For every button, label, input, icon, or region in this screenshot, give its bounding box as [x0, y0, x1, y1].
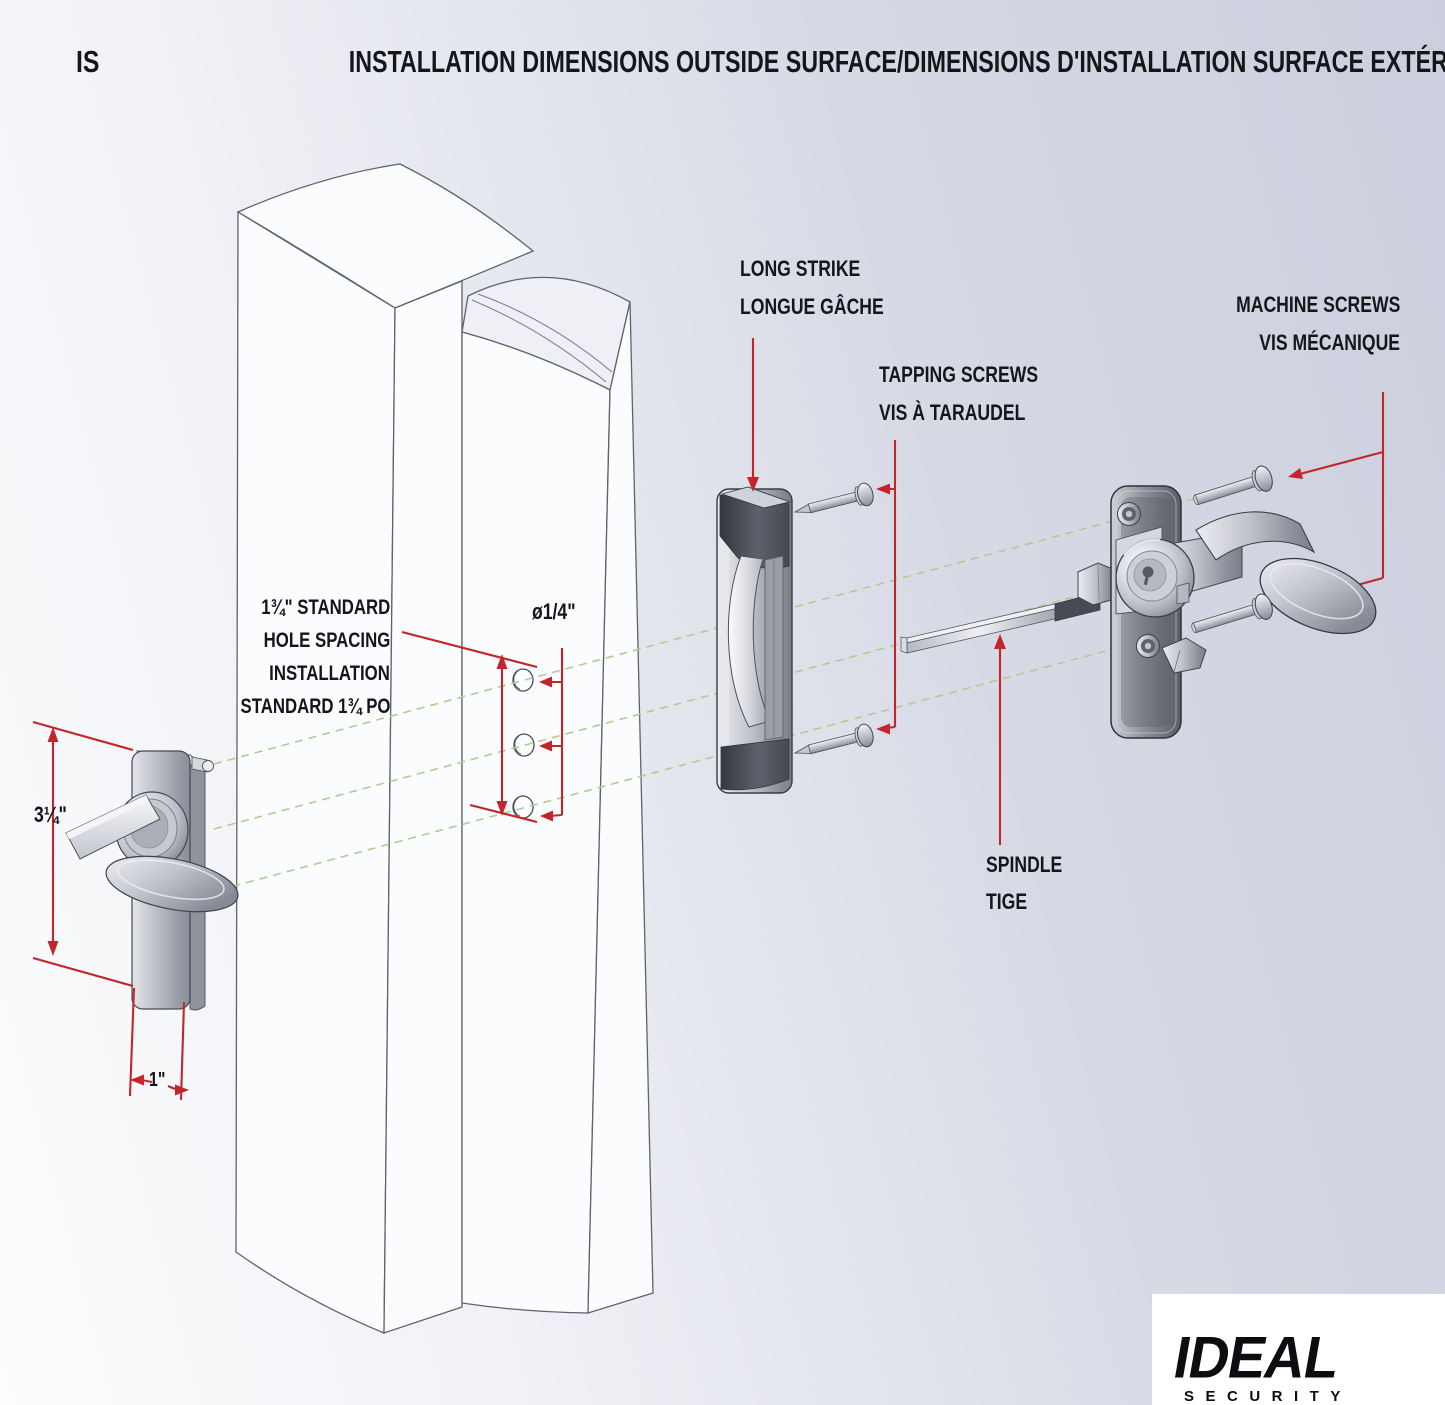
post-center: [1144, 642, 1152, 650]
arrowhead: [539, 676, 552, 688]
arrowhead: [539, 740, 552, 752]
keyhole-slot: [1143, 571, 1150, 586]
label-machine-screws-en: MACHINE SCREWS: [1235, 292, 1400, 317]
handle-height-dimension: [32, 720, 134, 988]
dimension-lines: [32, 338, 1385, 1101]
screw-head: [857, 482, 874, 507]
hole-crescent: [513, 797, 521, 817]
machine-screw-bottom: [1191, 593, 1273, 634]
screw-shaft: [1192, 603, 1259, 633]
logo-area: IDEAL SECURITY: [1152, 1294, 1445, 1405]
strike-bottom-block: [720, 738, 790, 791]
inside-latch-mechanism: [1054, 485, 1377, 739]
brand-logo: IDEAL: [1169, 1323, 1344, 1390]
spindle-end-cap: [900, 636, 908, 654]
screw-head: [1254, 465, 1273, 492]
door-stile-front-face: [235, 210, 396, 1334]
strike-top-facet: [720, 486, 792, 509]
hole-crescent: [514, 735, 522, 755]
frame-channel-curve-2: [477, 293, 613, 373]
hole-spacing-dimension: [401, 630, 538, 824]
tapping-screw-top: [793, 482, 874, 514]
arrowhead: [994, 634, 1006, 649]
label-hole-diameter: ø1/4": [532, 599, 576, 624]
frame-channel-curve: [471, 299, 607, 383]
arrowhead: [47, 941, 59, 956]
label-tapping-screws-fr: VIS À TARAUDEL: [879, 400, 1026, 425]
label-hole-spacing-1: 1¾" STANDARD: [260, 596, 390, 619]
mounting-holes: [512, 668, 535, 819]
machine-screw-top: [1193, 465, 1273, 506]
mounting-hole-top: [512, 668, 534, 692]
alignment-lines: [213, 497, 1199, 891]
tapping-screws-leader: [884, 440, 897, 730]
arrowhead: [876, 723, 890, 735]
screw-shaft: [1194, 475, 1259, 505]
label-tapping-screws-en: TAPPING SCREWS: [879, 362, 1039, 387]
alignment-line-bottom: [218, 637, 1155, 891]
label-hole-spacing-4: STANDARD 1¾ PO: [240, 695, 390, 718]
label-hole-spacing-2: HOLE SPACING: [263, 629, 390, 652]
latch-handle-neck: [1195, 511, 1316, 561]
arrowhead: [540, 810, 553, 822]
label-long-strike-fr: LONGUE GÂCHE: [740, 294, 884, 319]
mounting-hole-middle: [513, 733, 535, 757]
screw-head: [857, 723, 874, 748]
door-frame-drawing: [235, 163, 654, 1334]
hub-facet-line: [1097, 562, 1100, 601]
locking-thumb-tab: [1161, 637, 1207, 674]
brand-tagline: SECURITY: [1184, 1388, 1352, 1405]
screw-shaft: [807, 732, 860, 755]
screw-shaft: [807, 491, 860, 514]
diagram-code: IS: [76, 44, 100, 79]
spindle-hub-block: [1077, 562, 1116, 606]
label-spindle-en: SPINDLE: [986, 852, 1063, 877]
paddle-body: [1259, 557, 1377, 635]
label-handle-width: 1": [149, 1069, 166, 1091]
handle-width-dimension: [128, 987, 186, 1101]
arrowhead: [47, 727, 59, 742]
latch-handle-paddle: [1259, 557, 1377, 635]
outside-handle: [65, 750, 239, 1011]
paddle-highlight: [1269, 562, 1364, 620]
alignment-line-middle: [213, 580, 1134, 830]
label-long-strike-en: LONG STRIKE: [740, 256, 861, 281]
arrowhead: [130, 1074, 144, 1086]
handle-paddle-highlight: [116, 859, 225, 901]
arrowhead: [175, 1084, 189, 1096]
arrowhead: [496, 654, 508, 669]
label-machine-screws-fr: VIS MÉCANIQUE: [1259, 330, 1400, 355]
arrowhead: [876, 483, 890, 495]
strike-tongue: [727, 555, 771, 728]
screw-head: [1254, 593, 1273, 620]
label-hole-spacing-3: INSTALLATION: [269, 662, 390, 685]
collar-highlight: [1123, 538, 1161, 556]
handle-spindle-cap: [202, 760, 214, 772]
hole-diameter-dimension: [548, 648, 564, 818]
long-strike-part: [716, 486, 793, 794]
alignment-line-top: [213, 497, 1199, 765]
hole-crescent: [513, 670, 521, 690]
arrowhead: [496, 801, 508, 816]
thumb-tab-line: [1173, 649, 1181, 673]
arrowhead: [1288, 468, 1303, 479]
page-title: INSTALLATION DIMENSIONS OUTSIDE SURFACE/…: [348, 44, 1445, 79]
handle-arm-facet: [66, 795, 149, 839]
frame-column-side-face: [587, 301, 654, 1314]
plate-side-nub: [1176, 582, 1190, 605]
handle-paddle-body: [105, 855, 239, 913]
threaded-post-top: [1117, 502, 1141, 526]
threaded-post-bottom: [1136, 634, 1160, 658]
post-center: [1125, 510, 1133, 518]
label-spindle-fr: TIGE: [986, 889, 1028, 914]
arrowhead: [747, 477, 759, 492]
label-handle-height: 3¼": [34, 802, 67, 827]
strike-left-wall: [721, 500, 729, 785]
handle-paddle: [105, 855, 239, 913]
door-stile-side-face: [383, 280, 463, 1334]
tapping-screw-bottom: [793, 723, 874, 755]
